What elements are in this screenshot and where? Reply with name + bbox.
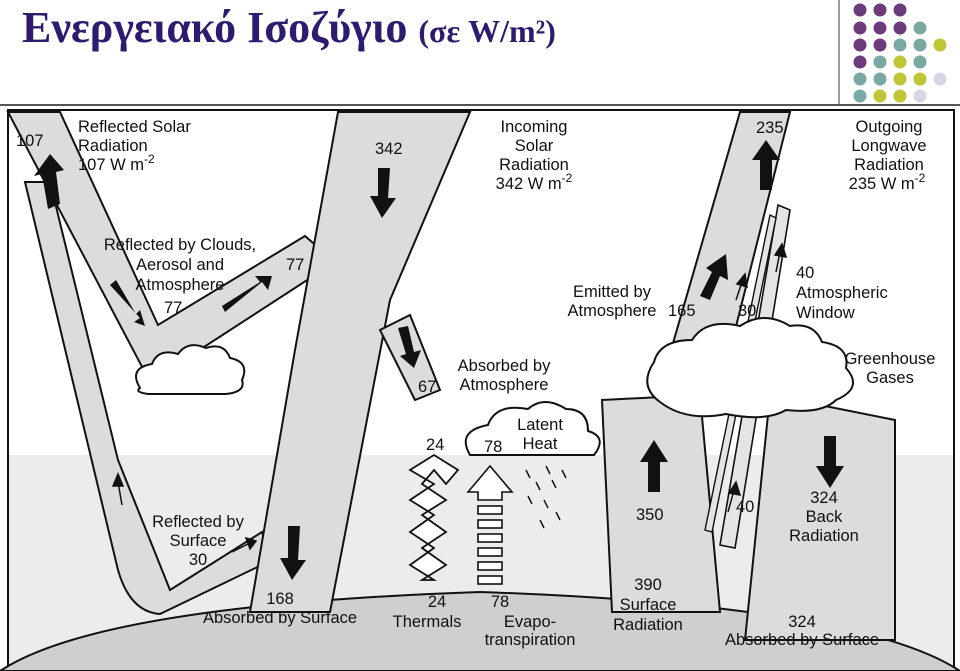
rain-streaks bbox=[525, 465, 567, 529]
reflected-solar-value: 107 bbox=[16, 132, 44, 150]
atm-window-label-1: Atmospheric bbox=[796, 284, 888, 302]
absorbed-surface-value: 168 bbox=[266, 590, 294, 608]
thermals-top-value: 24 bbox=[426, 436, 444, 454]
reflected-clouds-label-2: Aerosol and bbox=[136, 256, 224, 274]
emitted-atm-value: 165 bbox=[668, 302, 696, 320]
evapotranspiration-column bbox=[466, 464, 514, 585]
evapo-top-value: 78 bbox=[484, 438, 502, 456]
right-cloud bbox=[646, 317, 855, 419]
absorbed-atm-label-2: Atmosphere bbox=[460, 376, 549, 394]
left-cloud bbox=[135, 344, 246, 395]
surface-radiation-value: 390 bbox=[634, 576, 662, 594]
arrow-emitted-up bbox=[700, 254, 728, 300]
latent-heat-label-1: Latent bbox=[517, 416, 563, 434]
outgoing-label-2: Longwave bbox=[851, 137, 926, 155]
reflected-surface-label-1: Reflected by bbox=[152, 513, 244, 531]
evapo-label-1: Evapo- bbox=[504, 613, 556, 631]
title-vertical-divider bbox=[838, 0, 840, 104]
lower-labels: 350 40 324 Back Radiation Reflected by S… bbox=[152, 489, 879, 649]
back-radiation-band bbox=[743, 393, 896, 641]
window-value: 30 bbox=[738, 302, 756, 320]
arrow-clouds-reflect-a bbox=[222, 276, 272, 312]
title-divider bbox=[0, 104, 960, 106]
reflected-solar-label-2: Radiation bbox=[78, 137, 148, 155]
greenhouse-label-1: Greenhouse bbox=[845, 350, 936, 368]
reflected-clouds-value-b: 77 bbox=[164, 299, 182, 317]
dot-row-2 bbox=[853, 21, 927, 35]
arrow-surface-up bbox=[640, 440, 668, 492]
reflected-solar-label-1: Reflected Solar bbox=[78, 118, 191, 136]
flow-arrows bbox=[34, 140, 844, 580]
window-lower-value: 40 bbox=[736, 498, 754, 516]
incoming-solar-label-1: Incoming bbox=[501, 118, 568, 136]
absorbed-atm-label-1: Absorbed by bbox=[458, 357, 551, 375]
reflected-clouds-label-1: Reflected by Clouds, bbox=[104, 236, 256, 254]
arrow-back-down bbox=[816, 436, 844, 488]
reflected-clouds-value-a: 77 bbox=[286, 256, 304, 274]
title-main: Ενεργειακό Ισοζύγιο bbox=[22, 3, 408, 52]
outgoing-value: 235 bbox=[756, 119, 784, 137]
reflected-surface-band bbox=[23, 181, 274, 616]
emitted-atm-label-1: Emitted by bbox=[573, 283, 652, 301]
arrow-absorbed-surface bbox=[280, 526, 306, 580]
arrow-reflected-up bbox=[34, 154, 64, 209]
arrow-incoming-down bbox=[370, 168, 396, 218]
dot-row-5 bbox=[853, 72, 947, 86]
back-radiation-value: 324 bbox=[810, 489, 838, 507]
absorbed-atm-value: 67 bbox=[418, 378, 436, 396]
absorbed-surface2-label: Absorbed by Surface bbox=[725, 631, 879, 649]
decorative-dot-grid bbox=[853, 3, 947, 103]
reflected-clouds-label-3: Atmosphere bbox=[136, 276, 225, 294]
greenhouse-label-2: Gases bbox=[866, 369, 914, 387]
thermals-zigzag bbox=[408, 453, 460, 581]
dot-row-6 bbox=[853, 89, 927, 103]
top-labels: 107 Reflected Solar Radiation 107 W m-2 … bbox=[16, 118, 927, 193]
dot-row-4 bbox=[853, 55, 927, 69]
slide-title: Ενεργειακό Ισοζύγιο (σε W/m²) bbox=[22, 2, 556, 53]
surface-radiation-label-1: Surface bbox=[620, 596, 677, 614]
reflected-surface-label-2: Surface bbox=[170, 532, 227, 550]
incoming-solar-label-2: Solar bbox=[515, 137, 554, 155]
outgoing-label-1: Outgoing bbox=[856, 118, 923, 136]
incoming-solar-label-4: 342 W m-2 bbox=[496, 171, 573, 193]
evapo-label-2: transpiration bbox=[485, 631, 576, 649]
emitted-atm-label-2: Atmosphere bbox=[568, 302, 657, 320]
arrow-absorbed-atm bbox=[398, 326, 421, 368]
outgoing-label-3: Radiation bbox=[854, 156, 924, 174]
incoming-solar-label-3: Radiation bbox=[499, 156, 569, 174]
incoming-solar-band bbox=[248, 111, 472, 613]
surface-radiation-label-2: Radiation bbox=[613, 616, 683, 634]
incoming-solar-value: 342 bbox=[375, 140, 403, 158]
absorbed-surface-label: Absorbed by Surface bbox=[203, 609, 357, 627]
thermals-label: Thermals bbox=[393, 613, 462, 631]
dot-row-3 bbox=[853, 38, 947, 52]
dot-row-1 bbox=[853, 3, 907, 17]
arrow-clouds-reflect-b bbox=[110, 280, 145, 326]
reflected-solar-label-3: 107 W m-2 bbox=[78, 152, 155, 174]
absorbed-surface2-value: 324 bbox=[788, 613, 816, 631]
back-radiation-label-1: Back bbox=[806, 508, 843, 526]
atm-window-label-2: Window bbox=[796, 304, 855, 322]
back-radiation-label-2: Radiation bbox=[789, 527, 859, 545]
latent-heat-label-2: Heat bbox=[523, 435, 558, 453]
atm-window-value: 40 bbox=[796, 264, 814, 282]
arrow-outgoing-up bbox=[752, 140, 780, 190]
thermals-value: 24 bbox=[428, 593, 446, 611]
reflected-surface-value: 30 bbox=[189, 551, 207, 569]
middle-labels: Reflected by Clouds, Aerosol and Atmosph… bbox=[104, 236, 936, 456]
surface-up-value: 350 bbox=[636, 506, 664, 524]
center-cloud bbox=[464, 401, 601, 456]
evapo-value: 78 bbox=[491, 593, 509, 611]
title-unit: (σε W/m²) bbox=[418, 13, 556, 49]
outgoing-label-4: 235 W m-2 bbox=[849, 171, 926, 193]
energy-balance-diagram: 107 Reflected Solar Radiation 107 W m-2 … bbox=[0, 109, 960, 671]
thin-arrows bbox=[111, 242, 788, 553]
